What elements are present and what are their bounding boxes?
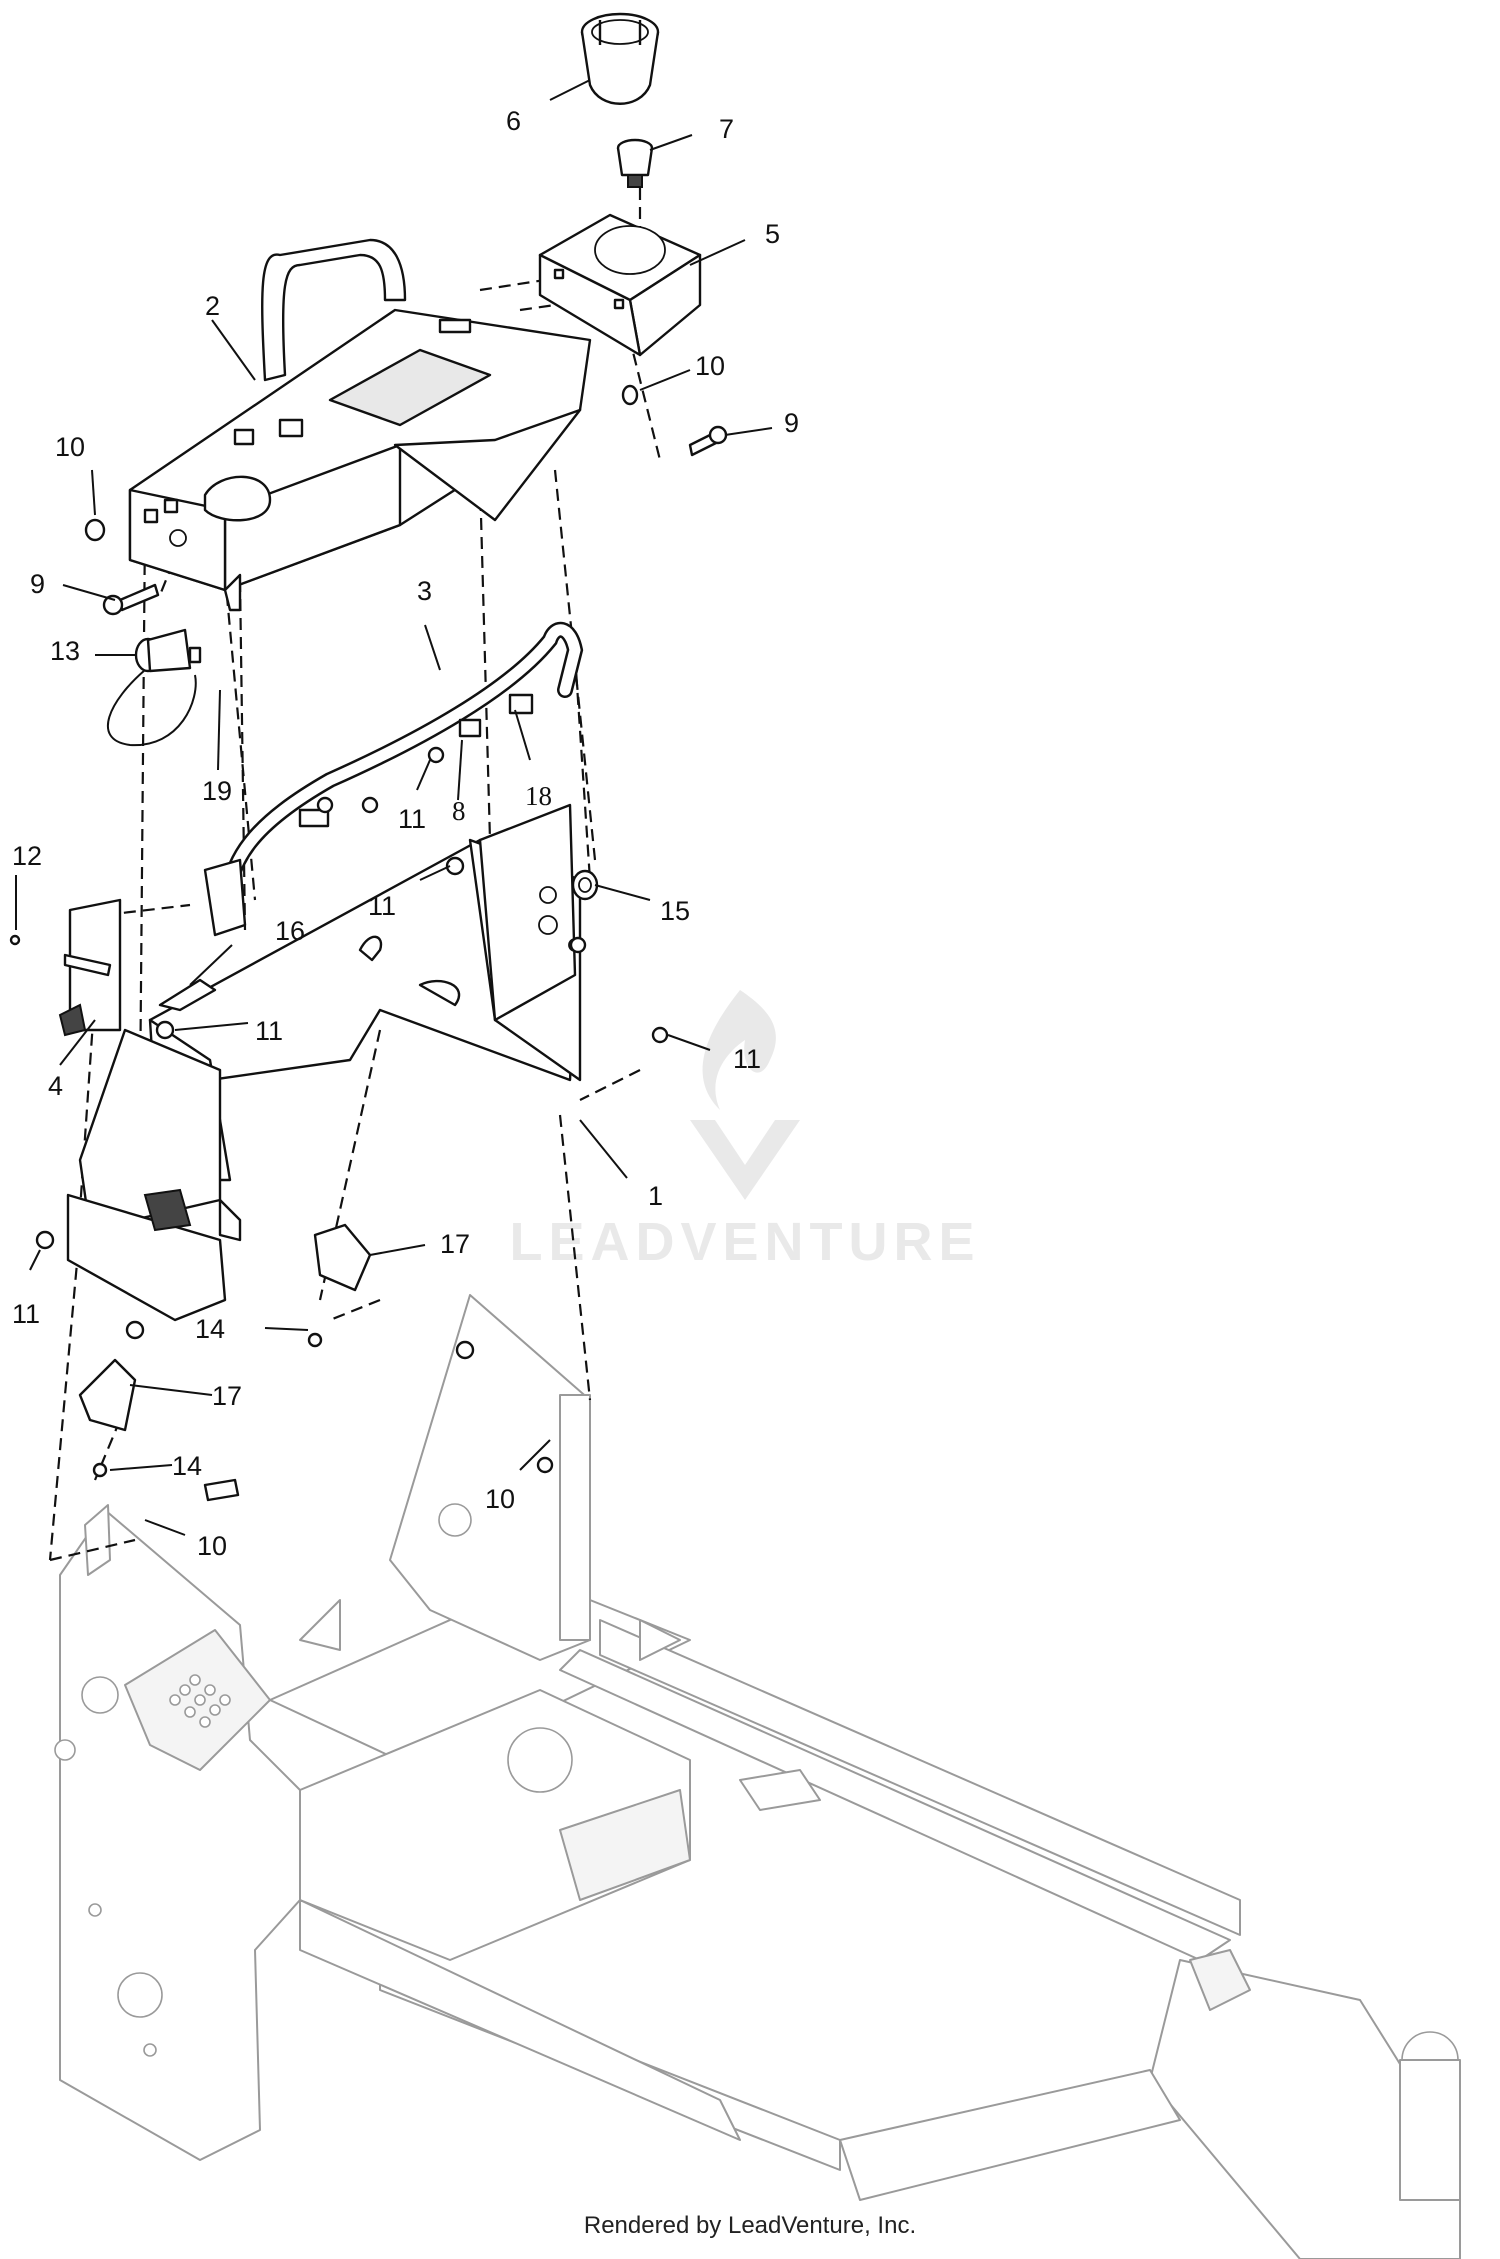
part-4-switch-plate — [58, 898, 122, 1037]
callout-17-upper: 17 — [440, 1229, 470, 1259]
callout-2: 2 — [205, 291, 220, 321]
callout-11-center: 11 — [255, 1016, 283, 1046]
callout-3: 3 — [417, 576, 432, 606]
part-13-connector — [106, 628, 202, 747]
part-6-cup — [580, 12, 660, 105]
callout-1: 1 — [648, 1181, 663, 1211]
footer-credit: Rendered by LeadVenture, Inc. — [583, 2212, 917, 2239]
callout-17-lower: 17 — [212, 1381, 242, 1411]
callout-4: 4 — [48, 1071, 63, 1101]
callout-19: 19 — [202, 776, 232, 806]
callout-7: 7 — [719, 114, 734, 144]
callout-10-top-left: 10 — [55, 432, 85, 462]
callout-13: 13 — [50, 636, 80, 666]
part-5-cupholder-bracket — [538, 213, 702, 357]
hardware-fasteners — [9, 384, 728, 1502]
part-16-clip — [158, 978, 217, 1012]
part-2-console-shroud — [128, 238, 592, 612]
callout-10-frame-left: 10 — [197, 1531, 227, 1561]
callout-10-top-right: 10 — [695, 351, 725, 381]
callout-16: 16 — [275, 916, 305, 946]
watermark-logo: LEADVENTURE — [509, 990, 980, 1272]
callout-11-panel: 11 — [368, 891, 396, 921]
callout-11-right: 11 — [733, 1044, 761, 1074]
left-side-panel — [66, 1028, 242, 1322]
callout-14-upper: 14 — [195, 1314, 225, 1344]
mower-frame — [54, 1294, 1461, 2259]
callout-11-handle: 11 — [398, 804, 426, 834]
callout-12: 12 — [12, 841, 42, 871]
callout-18: 18 — [525, 781, 552, 811]
callout-8: 8 — [452, 796, 466, 826]
callout-6: 6 — [506, 106, 521, 136]
keypad-holes — [169, 1674, 231, 1728]
callout-5: 5 — [765, 219, 780, 249]
part-17-upper-bracket — [313, 1223, 372, 1292]
part-17-lower-bracket — [78, 1358, 137, 1432]
part-3-loop-handle — [203, 621, 584, 937]
callout-15: 15 — [660, 896, 690, 926]
watermark-text: LEADVENTURE — [509, 1212, 980, 1272]
part-15-grommet — [571, 869, 599, 901]
leader-lines — [15, 79, 773, 1536]
callout-10-frame-right: 10 — [485, 1484, 515, 1514]
callout-11-lower-left: 11 — [12, 1299, 40, 1329]
callout-labels: 2 3 5 6 7 10 10 9 9 13 19 11 8 18 11 15 … — [12, 106, 799, 1561]
part-7-power-outlet — [616, 138, 654, 188]
callout-14-lower: 14 — [172, 1451, 202, 1481]
callout-9-left: 9 — [30, 569, 45, 599]
callout-9-right: 9 — [784, 408, 799, 438]
